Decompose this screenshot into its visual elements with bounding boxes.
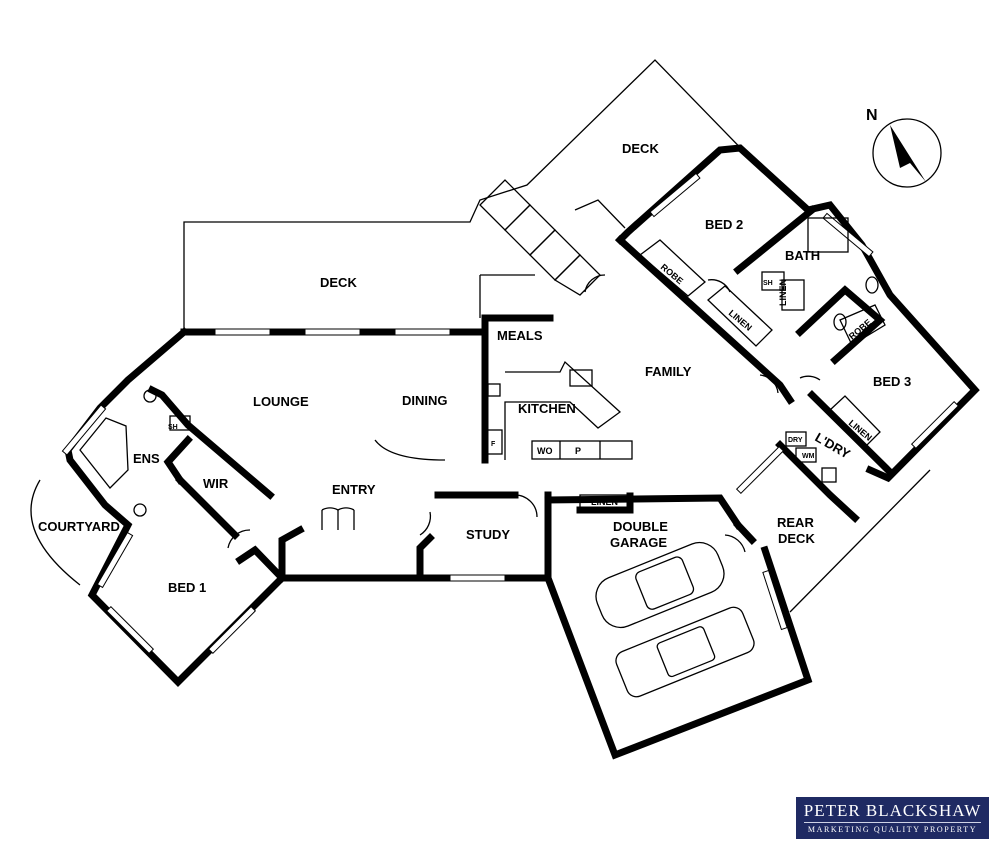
deck-outlines: [30, 59, 931, 613]
label-deck-left: DECK: [320, 275, 357, 290]
north-arrow-icon: [890, 125, 926, 182]
label-deck-top: DECK: [622, 141, 659, 156]
agency-tagline: MARKETING QUALITY PROPERTY: [807, 825, 978, 834]
label-meals: MEALS: [497, 328, 543, 343]
label-sh-ens: SH: [168, 424, 178, 431]
toilet-icon: [143, 389, 157, 403]
label-linen-hall: LINEN: [727, 308, 754, 333]
label-bed2: BED 2: [705, 217, 743, 232]
label-dry: DRY: [788, 437, 803, 444]
spa-icon: [79, 417, 129, 489]
logo-divider: [804, 822, 981, 823]
label-garage-2: GARAGE: [610, 535, 667, 550]
label-wo: WO: [537, 446, 553, 456]
room-labels: DECK DECK BED 2 BATH SH LINEN ROBE LINEN…: [38, 141, 911, 595]
label-ens: ENS: [133, 451, 160, 466]
label-linen-garage: LINEN: [591, 497, 618, 507]
label-linen-bath: LINEN: [778, 279, 788, 306]
label-dining: DINING: [402, 393, 448, 408]
label-lounge: LOUNGE: [253, 394, 309, 409]
label-family: FAMILY: [645, 364, 692, 379]
label-rear-deck-2: DECK: [778, 531, 815, 546]
basin-icon: [133, 503, 147, 517]
compass: N: [866, 107, 942, 188]
cooktop-icon: [487, 383, 501, 397]
label-bed1: BED 1: [168, 580, 206, 595]
label-entry: ENTRY: [332, 482, 376, 497]
sink-icon: [569, 369, 593, 387]
bathtub-icon: [807, 217, 849, 253]
label-wir: WIR: [203, 476, 229, 491]
toilet-icon: [865, 276, 879, 294]
label-courtyard: COURTYARD: [38, 519, 120, 534]
label-rear-deck-1: REAR: [777, 515, 814, 530]
label-wm: WM: [802, 453, 815, 460]
label-kitchen: KITCHEN: [518, 401, 576, 416]
car-icon: [615, 606, 755, 698]
label-study: STUDY: [466, 527, 510, 542]
basin-icon: [833, 313, 847, 331]
car-icon: [595, 541, 725, 629]
label-garage-1: DOUBLE: [613, 519, 668, 534]
agency-name: PETER BLACKSHAW: [803, 801, 982, 820]
label-bed3: BED 3: [873, 374, 911, 389]
label-pantry: P: [575, 446, 581, 456]
tub-icon: [821, 467, 837, 483]
fixtures: [79, 217, 886, 698]
label-sh-bath: SH: [763, 280, 773, 287]
agency-logo: PETER BLACKSHAW MARKETING QUALITY PROPER…: [796, 797, 989, 839]
label-bath: BATH: [785, 248, 820, 263]
doors: [227, 274, 821, 553]
label-fridge: F: [491, 441, 496, 448]
north-label: N: [866, 107, 878, 124]
